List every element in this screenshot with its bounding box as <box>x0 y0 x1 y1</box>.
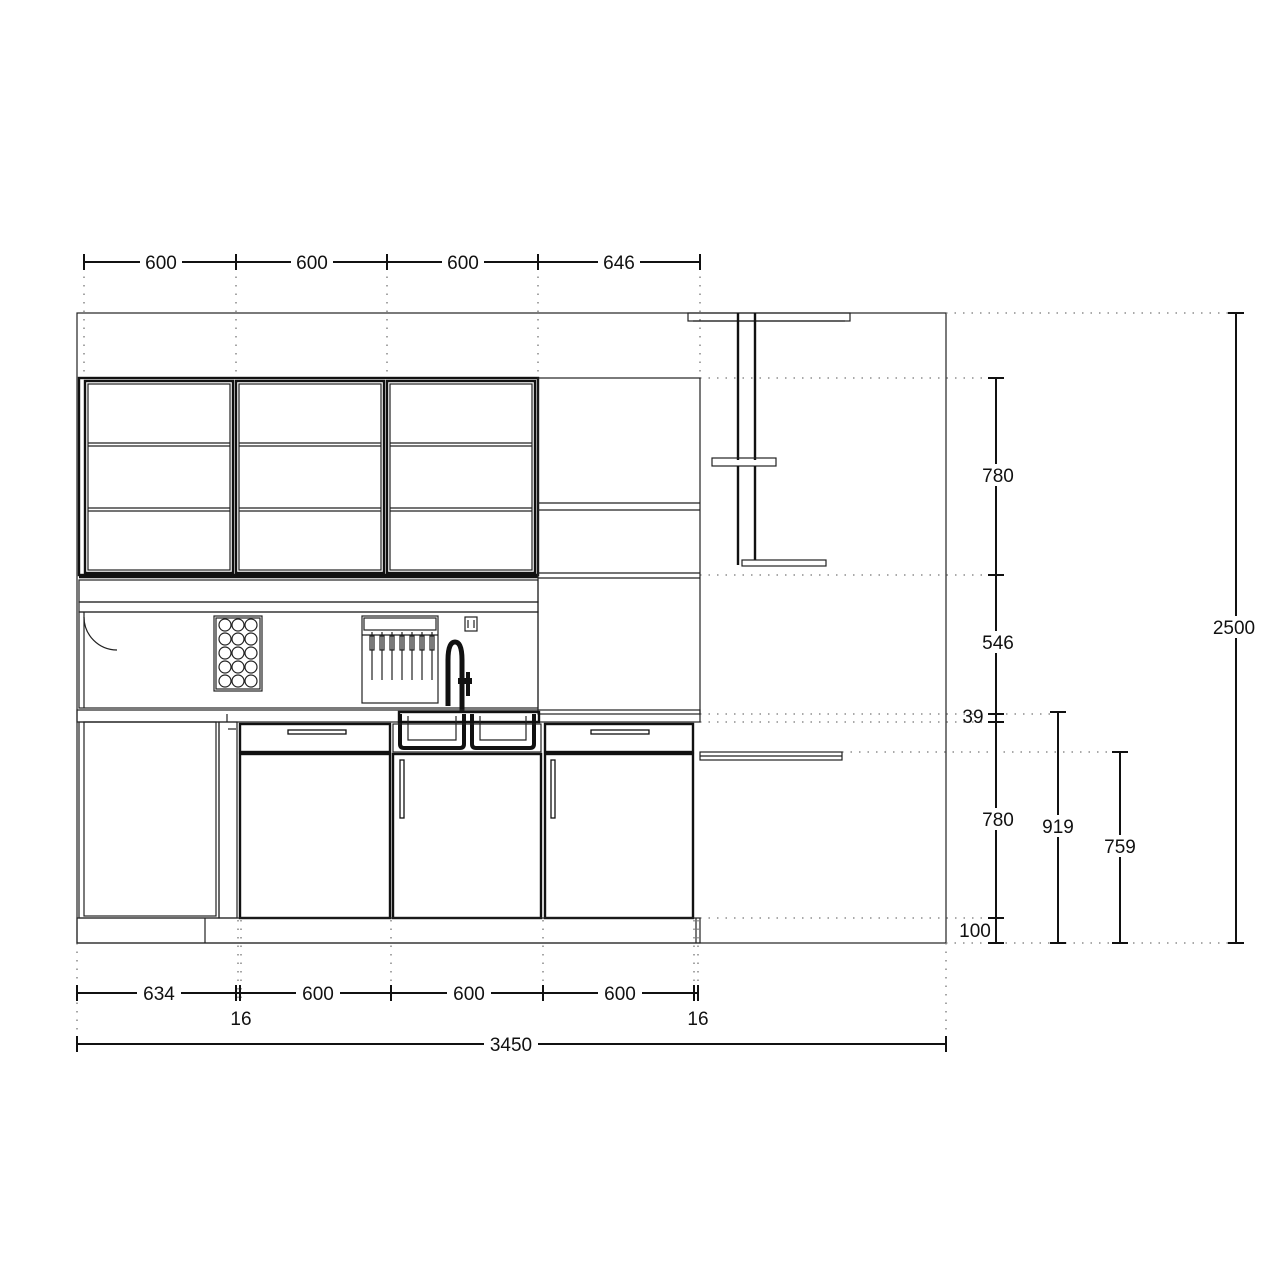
side-shelf <box>699 751 843 761</box>
height-919: 919 <box>1042 817 1074 838</box>
height-759: 759 <box>1104 837 1136 858</box>
wine-bottle-slot <box>244 632 258 646</box>
filler-right: 16 <box>687 1009 708 1030</box>
top-width-4: 646 <box>603 253 635 274</box>
wine-bottle-slot <box>244 674 258 688</box>
wine-bottle-slot <box>218 674 232 688</box>
filler-left: 16 <box>230 1009 251 1030</box>
utensil-handle <box>419 635 425 651</box>
top-width-2: 600 <box>296 253 328 274</box>
wall-socket <box>464 616 478 632</box>
top-width-1: 600 <box>145 253 177 274</box>
height-total: 2500 <box>1213 618 1255 639</box>
wine-bottle-slot <box>231 632 245 646</box>
bottom-dimension-chain: 634 600 600 600 16 16 3450 <box>76 982 947 1056</box>
wine-bottle-slot <box>244 660 258 674</box>
wine-bottle-slot <box>218 632 232 646</box>
utensil-handle <box>389 635 395 651</box>
bottom-width-1: 634 <box>143 984 175 1005</box>
upper-glass-cabinets <box>77 376 540 579</box>
height-backsplash: 546 <box>982 633 1014 654</box>
wall-outline <box>76 312 947 944</box>
door-swing-arc <box>83 616 118 651</box>
side-wall-cabinet <box>537 377 701 715</box>
height-plinth: 100 <box>959 921 991 942</box>
utensil-rack <box>361 615 439 704</box>
bottom-width-4: 600 <box>604 984 636 1005</box>
utensil-handle <box>429 635 435 651</box>
height-upper: 780 <box>982 466 1014 487</box>
utensil-handle <box>399 635 405 651</box>
wine-rack <box>213 615 263 692</box>
wine-bottle-slot <box>231 646 245 660</box>
top-dimension-chain: 600 600 600 646 <box>83 250 701 274</box>
utensil-handle <box>379 635 385 651</box>
right-height-dimensions: 780 546 39 780 100 919 759 2500 <box>959 312 1260 944</box>
extension-lines <box>76 268 1232 1040</box>
faucet <box>445 639 472 712</box>
countertop <box>76 709 701 723</box>
wine-bottle-slot <box>244 618 258 632</box>
top-width-3: 600 <box>447 253 479 274</box>
bottom-width-3: 600 <box>453 984 485 1005</box>
wine-bottle-slot <box>244 646 258 660</box>
pendant-fixture <box>687 312 851 567</box>
utensil-handle <box>369 635 375 651</box>
height-countertop: 39 <box>962 707 983 728</box>
wine-bottle-slot <box>231 660 245 674</box>
wine-bottle-slot <box>218 618 232 632</box>
total-width: 3450 <box>490 1035 532 1056</box>
backsplash-area <box>78 579 539 709</box>
height-base: 780 <box>982 810 1014 831</box>
base-cabinets <box>76 721 701 944</box>
wine-bottle-slot <box>218 646 232 660</box>
wine-bottle-slot <box>231 674 245 688</box>
bottom-width-2: 600 <box>302 984 334 1005</box>
double-sink <box>397 710 541 750</box>
utensil-handle <box>409 635 415 651</box>
wine-bottle-slot <box>218 660 232 674</box>
wine-bottle-slot <box>231 618 245 632</box>
